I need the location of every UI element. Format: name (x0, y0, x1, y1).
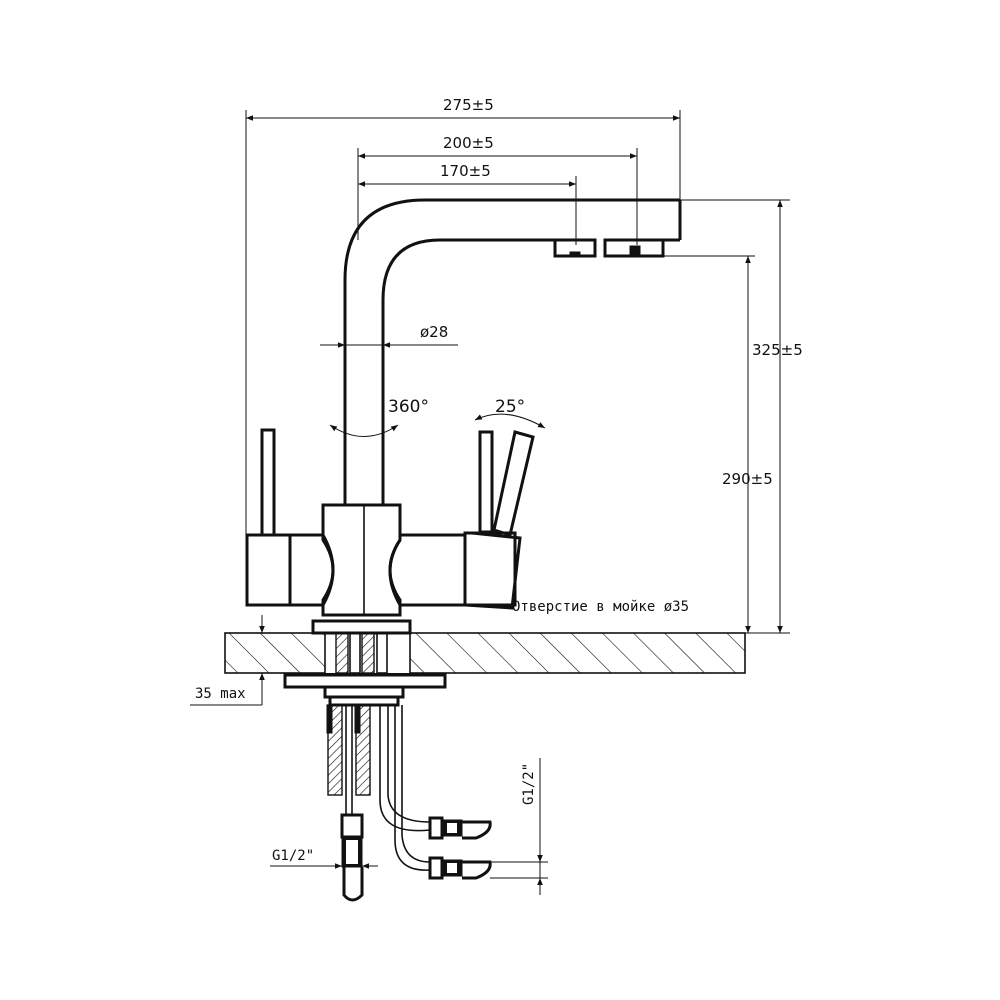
dim-label-d28: ø28 (420, 323, 448, 341)
dim-height-outlet: 290±5 (640, 255, 773, 633)
dim-label-g12-hoses: G1/2" (521, 763, 537, 805)
dim-label-170: 170±5 (440, 162, 491, 180)
dim-label-g12-main: G1/2" (272, 848, 314, 864)
dim-counter-max: 35 max (190, 615, 265, 706)
lever-angle-indicator: 25° (474, 397, 546, 429)
dim-spout-near: 170±5 (358, 162, 577, 245)
dim-spout-far: 200±5 (357, 134, 638, 245)
dim-label-325: 325±5 (752, 341, 803, 359)
sink-hole-label: Отверстие в мойке ø35 (512, 599, 689, 615)
rotation-indicator: 360° (329, 397, 429, 437)
dim-label-290: 290±5 (722, 470, 773, 488)
mounting-assembly (283, 632, 447, 796)
rotation-label: 360° (388, 397, 429, 417)
dim-label-35max: 35 max (195, 686, 246, 702)
dim-label-275: 275±5 (443, 96, 494, 114)
dim-spout-diameter: ø28 (320, 323, 458, 348)
hoses (340, 705, 492, 902)
sink-hole-callout: Отверстие в мойке ø35 (465, 599, 689, 615)
dim-thread-hoses: G1/2" (490, 758, 548, 895)
dim-thread-main: G1/2" (270, 848, 378, 869)
dim-label-200: 200±5 (443, 134, 494, 152)
dim-width-total: 275±5 (245, 96, 681, 600)
lever-angle-label: 25° (495, 397, 525, 417)
faucet-body (245, 428, 535, 617)
countertop (224, 619, 746, 674)
spout (343, 198, 682, 505)
dim-height-total: 325±5 (680, 199, 803, 634)
